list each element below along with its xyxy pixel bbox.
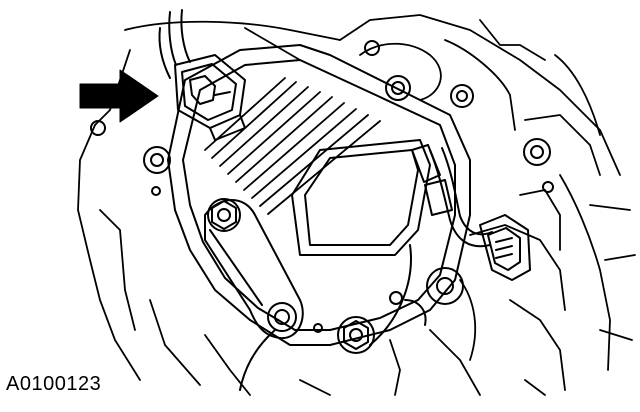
module-label-panel xyxy=(291,139,431,256)
housing-bolts xyxy=(90,40,554,305)
wiring-harness xyxy=(239,144,493,391)
side-connector xyxy=(479,214,531,281)
arrow-right-icon xyxy=(79,69,159,123)
manual-lever-arm xyxy=(204,198,304,340)
figure-code: A0100123 xyxy=(6,373,102,395)
selector-shaft-nut xyxy=(313,316,375,354)
transmission-housing xyxy=(77,14,636,396)
main-connector xyxy=(158,9,246,141)
